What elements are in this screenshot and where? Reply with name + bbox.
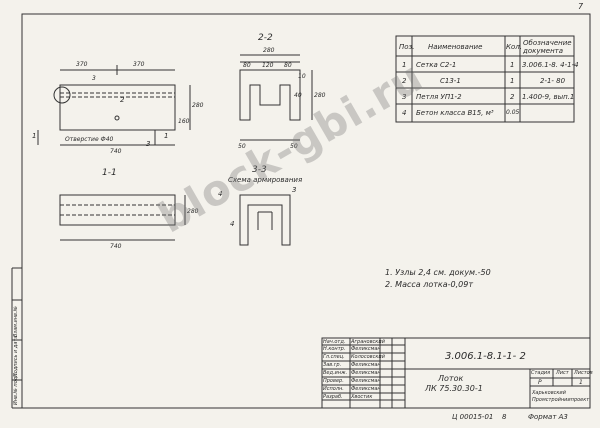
plan-marker-1-right: 1 <box>164 132 169 140</box>
spec-row-2-doc: 2-1- 80 <box>540 77 566 85</box>
sheets-header: Листов <box>574 370 593 376</box>
spec-row-4-name: Бетон класса В15, м³ <box>416 109 494 117</box>
plan-marker-2: 2 <box>120 96 125 104</box>
spec-header-doc: Обозначение документа <box>523 39 572 55</box>
title-product-code: ЛК 75.30.30-1 <box>425 384 483 393</box>
role-7: Разраб. <box>323 394 343 400</box>
section-1-1-length: 740 <box>110 243 122 250</box>
side-stamp-sign: Подпись и дата <box>13 335 19 377</box>
spec-row-3-name: Петля УП1-2 <box>416 93 462 101</box>
spec-row-1-pos: 1 <box>402 61 407 69</box>
section-2-2-title: 2-2 <box>258 33 273 43</box>
note-2: 2. Масса лотка-0,09т <box>385 280 473 289</box>
section-2-2-width: 280 <box>263 47 275 54</box>
name-2: Колосовский <box>351 354 385 360</box>
section-2-2-side: 10 <box>298 73 306 80</box>
spec-row-2-qty: 1 <box>510 77 515 85</box>
name-4: Феликсман <box>351 370 381 376</box>
name-7: Хвостик <box>351 394 373 400</box>
spec-header-name: Наименование <box>428 43 483 51</box>
spec-row-4-qty: 0.05 <box>506 109 520 116</box>
section-3-3-title: 3-3 <box>252 165 267 175</box>
plan-length: 740 <box>110 148 122 155</box>
page-number: 7 <box>578 2 584 11</box>
role-0: Нач.отд. <box>323 339 346 345</box>
stage-value: Р <box>538 379 542 386</box>
section-3-3-label-4a: 4 <box>218 190 223 198</box>
plan-dim-right: 370 <box>133 61 145 68</box>
sheet-frame <box>21 13 591 409</box>
spec-table-grid <box>395 35 575 123</box>
section-2-2-base-right: 50 <box>290 143 298 150</box>
inventory-suffix: 8 <box>502 413 507 421</box>
spec-row-2-pos: 2 <box>402 77 407 85</box>
plan-hole-label: Отверстие Ф40 <box>65 136 114 143</box>
section-2-2-dim-a: 80 <box>243 62 251 69</box>
format-label: Формат А3 <box>528 413 568 421</box>
plan-marker-1-left: 1 <box>32 132 37 140</box>
section-2-2-inner: 40 <box>294 92 302 99</box>
title-designation: 3.006.1-8.1-1- 2 <box>445 351 526 362</box>
organization: Харьковский Промстройниипроект <box>532 390 590 403</box>
role-5: Провер. <box>323 378 344 384</box>
title-product-name: Лоток <box>438 374 464 383</box>
name-6: Феликсман <box>351 386 381 392</box>
spec-row-3-qty: 2 <box>510 93 515 101</box>
spec-row-2-name: С13-1 <box>440 77 461 85</box>
section-3-3-label-4b: 4 <box>230 220 235 228</box>
spec-row-3-doc: 1.400-9, вып.1 <box>522 93 575 101</box>
name-3: Феликсман <box>351 362 381 368</box>
section-3-3-subtitle: Схема армирования <box>228 176 303 184</box>
inventory-code: Ц 00015-01 <box>452 413 494 421</box>
plan-view <box>37 65 191 146</box>
spec-header-qty: Кол. <box>506 43 522 51</box>
section-2-2-base-left: 50 <box>238 143 246 150</box>
plan-height: 280 <box>192 102 204 109</box>
name-1: Феликсман <box>351 346 381 352</box>
role-4: Вед.инж. <box>323 370 348 376</box>
section-1-1 <box>59 194 186 241</box>
name-5: Феликсман <box>351 378 381 384</box>
section-2-2-dim-c: 80 <box>284 62 292 69</box>
sheets-value: 1 <box>579 379 583 386</box>
side-stamp-inv: Инв.№ подл. <box>13 372 19 405</box>
name-0: Аграновский <box>351 339 385 345</box>
section-1-1-title: 1-1 <box>102 168 117 178</box>
spec-header-pos: Поз. <box>399 43 415 51</box>
section-2-2-height: 280 <box>314 92 326 99</box>
plan-marker-3-top: 3 <box>92 75 96 82</box>
section-2-2 <box>239 54 313 141</box>
plan-marker-3-bottom: 3 <box>146 140 151 148</box>
spec-row-1-name: Сетка С2-1 <box>416 61 457 69</box>
plan-dim-160: 160 <box>178 118 190 125</box>
title-block-grid <box>321 337 591 409</box>
role-3: Зав.гр. <box>323 362 342 368</box>
section-3-3-label-3: 3 <box>292 186 297 194</box>
role-1: Н.контр. <box>323 346 346 352</box>
stage-header: Стадия <box>531 370 551 376</box>
section-3-3 <box>239 194 291 246</box>
note-1: 1. Узлы 2,4 см. докум.-50 <box>385 268 491 277</box>
spec-row-4-pos: 4 <box>402 109 407 117</box>
spec-row-1-qty: 1 <box>510 61 515 69</box>
section-2-2-dim-b: 120 <box>262 62 274 69</box>
section-1-1-height: 280 <box>187 208 199 215</box>
spec-row-3-pos: 3 <box>402 93 407 101</box>
plan-dim-left: 370 <box>76 61 88 68</box>
spec-row-1-doc: 3.006.1-8. 4-1-4 <box>522 61 579 69</box>
side-stamp-replace: Взам.инв.№ <box>13 306 19 337</box>
role-6: Исполн. <box>323 386 344 392</box>
sheet-header: Лист <box>556 370 569 376</box>
role-2: Гл.спец. <box>323 354 345 360</box>
